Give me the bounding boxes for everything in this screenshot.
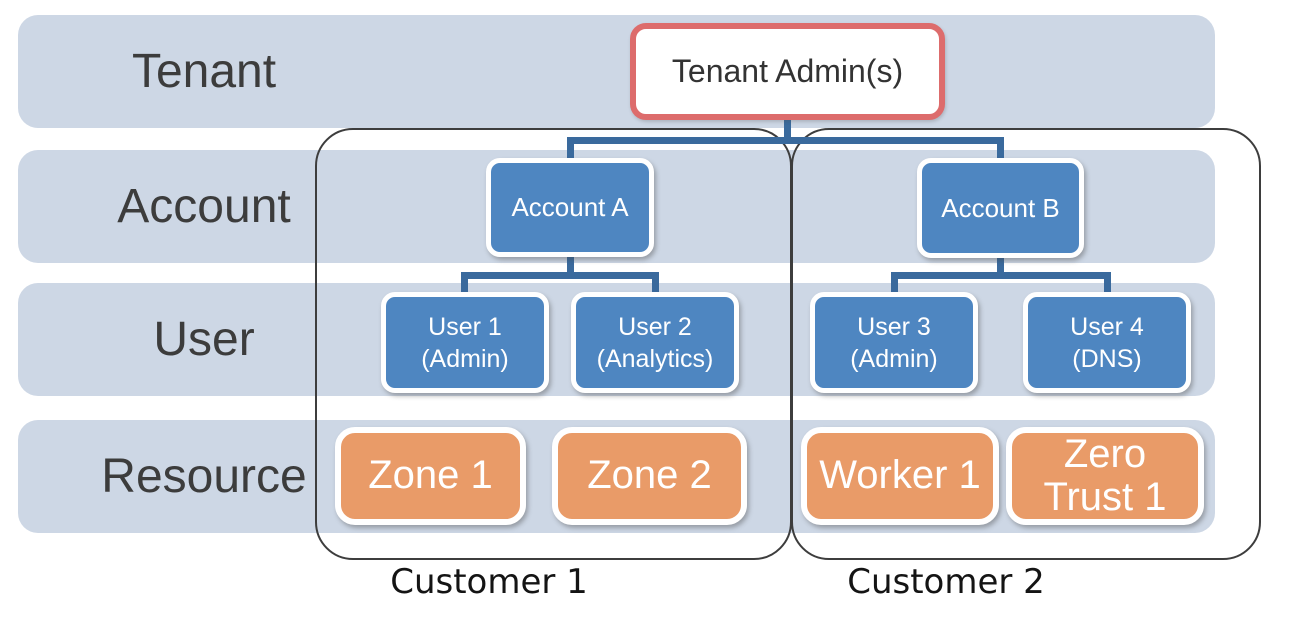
- account-a-node: Account A: [486, 158, 654, 257]
- resource-zero-trust-1-line2: Trust 1: [1043, 475, 1167, 519]
- account-b-node: Account B: [917, 158, 1084, 258]
- resource-worker-1-label: Worker 1: [819, 453, 981, 498]
- connector-users-b-rail: [891, 272, 1111, 279]
- tenant-admin-node: Tenant Admin(s): [630, 23, 945, 120]
- resource-zero-trust-1-node: Zero Trust 1: [1006, 427, 1204, 525]
- band-tenant: Tenant: [18, 15, 1215, 128]
- tenant-admin-label: Tenant Admin(s): [671, 53, 904, 89]
- user-1-role: (Admin): [421, 344, 509, 373]
- connector-user-2-drop: [652, 272, 659, 296]
- resource-zone-1-label: Zone 1: [368, 453, 493, 498]
- customer-1-label: Customer 1: [390, 562, 588, 602]
- connector-users-a-rail: [461, 272, 659, 279]
- account-b-label: Account B: [941, 192, 1060, 223]
- band-label-resource: Resource: [101, 450, 307, 503]
- band-label-account: Account: [117, 180, 291, 233]
- user-1-name: User 1: [428, 312, 502, 341]
- customer-2-label: Customer 2: [847, 562, 1045, 602]
- connector-account-b-drop: [997, 137, 1004, 163]
- connector-tenant-admin-stub: [784, 116, 791, 144]
- connector-user-4-drop: [1104, 272, 1111, 296]
- connector-account-a-stub: [567, 252, 574, 276]
- resource-zone-1-node: Zone 1: [335, 427, 526, 525]
- user-4-node: User 4 (DNS): [1023, 292, 1191, 393]
- user-1-node: User 1 (Admin): [381, 292, 549, 393]
- resource-zone-2-label: Zone 2: [587, 453, 712, 498]
- connector-accounts-rail: [567, 137, 1004, 144]
- resource-worker-1-node: Worker 1: [801, 427, 999, 525]
- connector-account-a-drop: [567, 137, 574, 163]
- user-2-role: (Analytics): [596, 344, 714, 373]
- user-3-role: (Admin): [850, 344, 938, 373]
- connector-user-1-drop: [461, 272, 468, 296]
- connector-user-3-drop: [891, 272, 898, 296]
- connector-account-b-stub: [997, 252, 1004, 276]
- user-3-node: User 3 (Admin): [810, 292, 978, 393]
- user-4-name: User 4: [1070, 312, 1144, 341]
- user-3-name: User 3: [857, 312, 931, 341]
- resource-zone-2-node: Zone 2: [552, 427, 747, 525]
- account-a-label: Account A: [511, 192, 629, 222]
- resource-zero-trust-1-line1: Zero: [1063, 431, 1147, 476]
- user-4-role: (DNS): [1072, 344, 1142, 373]
- customer-2-group-outline: [791, 128, 1261, 560]
- band-label-tenant: Tenant: [131, 45, 277, 98]
- user-2-name: User 2: [618, 312, 692, 341]
- band-label-user: User: [153, 313, 255, 366]
- user-2-node: User 2 (Analytics): [571, 292, 739, 393]
